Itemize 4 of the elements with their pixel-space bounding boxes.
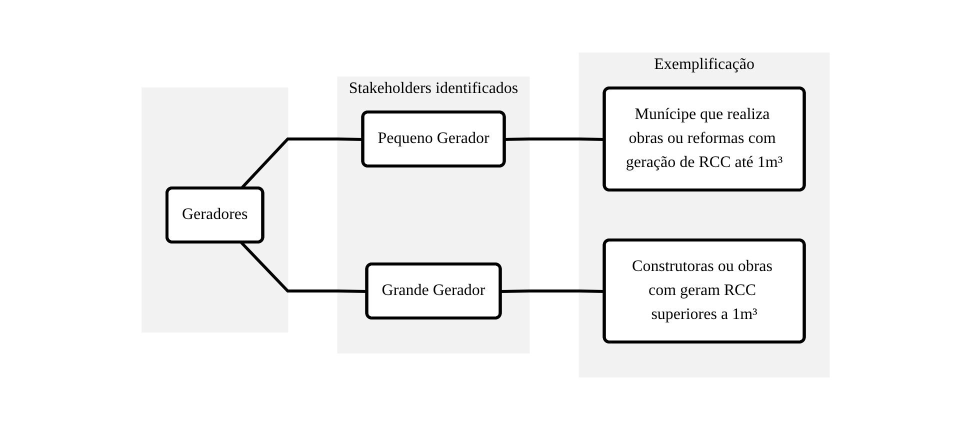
cluster xyxy=(142,88,289,332)
connector xyxy=(505,138,606,141)
connector xyxy=(501,290,606,293)
connector xyxy=(240,241,368,293)
